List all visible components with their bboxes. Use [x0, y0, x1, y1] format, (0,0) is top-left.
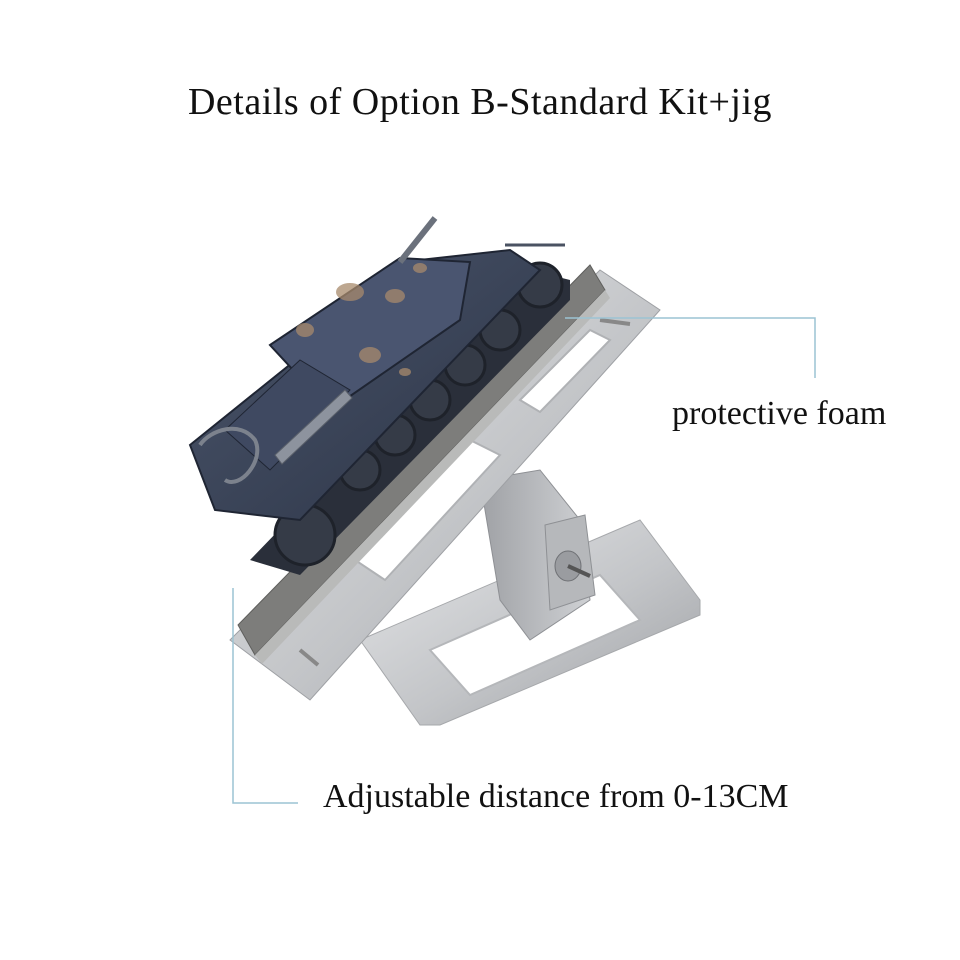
jig-hinge-bracket	[479, 469, 596, 641]
tank-model	[188, 216, 570, 575]
callout-foam-line	[565, 317, 816, 378]
protective-foam-label: protective foam	[672, 395, 887, 432]
page-title: Details of Option B-Standard Kit+jig	[187, 81, 773, 123]
adjustable-distance-label: Adjustable distance from 0-13CM	[323, 778, 789, 815]
callout-distance-line	[232, 588, 298, 804]
